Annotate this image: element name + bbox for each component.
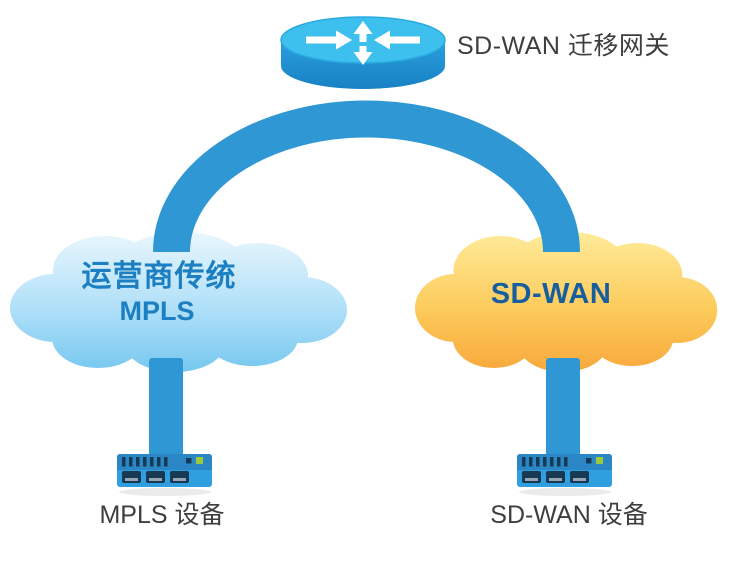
mpls-device-label: MPLS 设备: [99, 501, 225, 529]
mpls-switch-icon: [117, 454, 212, 496]
sdwan-cloud-label: SD-WAN: [490, 278, 612, 310]
migration-arc-link: [153, 100, 580, 253]
sdwan-switch-icon: [517, 454, 612, 496]
sdwan-device-label: SD-WAN 设备: [490, 501, 648, 529]
router-cylinder-icon: [280, 16, 446, 89]
sdwan-connector-line: [546, 358, 580, 456]
mpls-cloud-label-2: MPLS: [119, 296, 195, 326]
mpls-connector-line: [149, 358, 183, 456]
mpls-cloud-label-1: 运营商传统: [81, 260, 237, 293]
router-arrows-icon: [306, 21, 420, 65]
gateway-label: SD-WAN 迁移网关: [457, 32, 670, 60]
